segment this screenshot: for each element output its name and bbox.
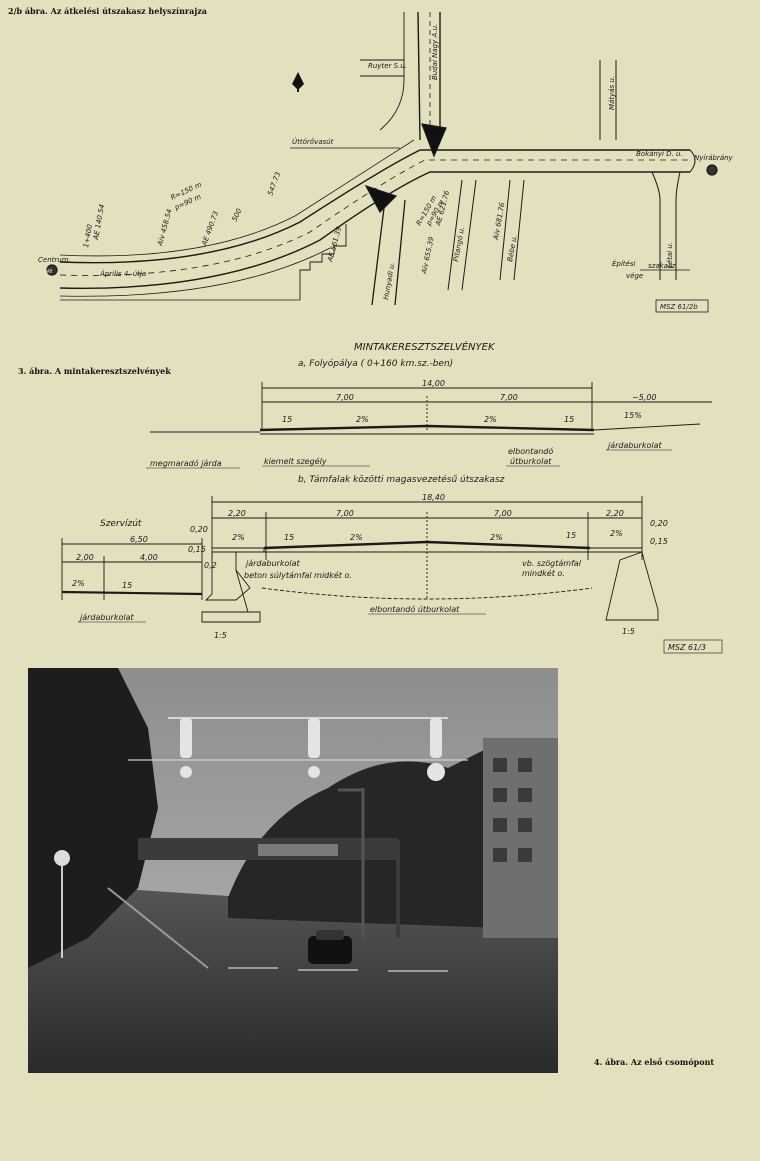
station-s4: 500 <box>231 207 244 223</box>
a-slope-side: 15% <box>624 411 642 420</box>
caption-fig3: 3. ábra. A mintakeresztszelvények <box>18 366 171 376</box>
b-demolish: elbontandó útburkolat <box>370 604 460 614</box>
cross-sections-ref: MSZ 61/3 <box>668 643 706 652</box>
b-slope-service: 2% <box>72 579 85 588</box>
b-h015l: 0,15 <box>188 545 206 554</box>
b-batter-r: 1:5 <box>622 627 635 636</box>
b-pavement-l: járdaburkolat <box>245 559 300 568</box>
a-demolish-1: elbontandó <box>508 446 553 456</box>
b-wall-l: beton súlytámfal midkét o. <box>244 570 352 580</box>
a-pavement: járdaburkolat <box>607 441 662 450</box>
street-utorovasut: Úttörővasút <box>292 137 334 146</box>
b-h002: 0,2 <box>204 561 217 570</box>
b-kerb-1: 15 <box>284 533 294 542</box>
b-kerb-3: 15 <box>122 581 132 590</box>
station-s6: 547.73 <box>266 171 282 197</box>
b-wall-r2: mindkét o. <box>522 568 565 578</box>
a-lane-left: 7,00 <box>336 393 354 402</box>
station-s2: Aív 458.54 <box>156 208 174 247</box>
b-slope-sl: 2% <box>232 533 245 542</box>
caption-fig2b: 2/b ábra. Az átkelési útszakasz helyszín… <box>8 6 207 16</box>
north-arrow-icon <box>292 72 304 90</box>
station-s3: AE 490.73 <box>200 210 220 247</box>
street-centrum: Centrum <box>38 256 69 264</box>
a-kerb-left: 15 <box>282 415 292 424</box>
a-lane-right: 7,00 <box>500 393 518 402</box>
construction-end-3: vége <box>626 272 643 280</box>
b-kerb-2: 15 <box>566 531 576 540</box>
b-d200: 2,00 <box>76 553 94 562</box>
b-lane-l: 7,00 <box>336 509 354 518</box>
b-batter-l: 1:5 <box>214 631 227 640</box>
b-h020r: 0,20 <box>650 519 668 528</box>
a-sidewalk-keep: megmaradó járda <box>150 458 222 468</box>
street-hunyadi: Hunyadi u. <box>382 262 396 301</box>
street-aprilis: Április 4. útja <box>99 269 146 278</box>
b-h020l: 0,20 <box>190 525 208 534</box>
site-plan-drawing: Ruyter S.u. Budai Nagy A.u. Mátyás u. Bo… <box>38 11 734 313</box>
b-pavement-service: járdaburkolat <box>79 613 134 622</box>
b-lane-r: 7,00 <box>494 509 512 518</box>
cross-sections-drawing: MINTAKERESZTSZELVÉNYEK a, Folyópálya ( 0… <box>61 340 723 654</box>
a-side: ~5,00 <box>632 393 657 402</box>
street-ruyter: Ruyter S.u. <box>368 62 407 70</box>
station-s5: AE 561.39 <box>326 225 343 263</box>
a-slope-left: 2% <box>356 415 369 424</box>
street-bokanyi: Bokányi D. u. <box>636 150 683 158</box>
b-service-width: 6,50 <box>130 535 148 544</box>
b-slope-sr: 2% <box>610 529 623 538</box>
b-h015r: 0,15 <box>650 537 668 546</box>
intersection-photo <box>28 668 558 1073</box>
street-pitango: Pitangó u. <box>452 226 466 262</box>
construction-end-1: Építési <box>612 259 636 268</box>
a-kerb-right: 15 <box>564 415 574 424</box>
b-side-l: 2,20 <box>228 509 246 518</box>
b-total: 18,40 <box>422 493 445 502</box>
station-s1b: AE 140.54 <box>92 204 106 242</box>
cross-sections-title: MINTAKERESZTSZELVÉNYEK <box>354 340 496 353</box>
section-b-title: b, Támfalak közötti magasvezetésű útszak… <box>298 474 505 485</box>
street-budai: Budai Nagy A.u. <box>431 24 439 80</box>
b-service-road: Szervízút <box>100 519 142 529</box>
b-wall-r1: vb. szögtámfal <box>522 559 582 568</box>
site-plan-ref: MSZ 61/2b <box>660 303 698 311</box>
a-total: 14,00 <box>422 379 445 388</box>
street-letai: Létai u. <box>666 242 674 268</box>
route-badge: 48 <box>46 269 52 275</box>
a-raised-kerb: kiemelt szegély <box>264 456 327 466</box>
b-slope-l: 2% <box>350 533 363 542</box>
street-nyirabrany: Nyírábrány <box>694 154 734 162</box>
caption-fig4: 4. ábra. Az első csomópont <box>594 1057 715 1067</box>
construction-end-2: szakasz <box>648 262 676 270</box>
section-a-title: a, Folyópálya ( 0+160 km.sz.-ben) <box>298 358 453 369</box>
b-side-r: 2,20 <box>606 509 624 518</box>
b-d400: 4,00 <box>140 553 158 562</box>
a-slope-right: 2% <box>484 415 497 424</box>
a-demolish-2: útburkolat <box>510 457 552 466</box>
street-matyas: Mátyás u. <box>608 76 616 110</box>
b-slope-r: 2% <box>490 533 503 542</box>
station-s7: Aív 655.39 <box>420 235 436 275</box>
